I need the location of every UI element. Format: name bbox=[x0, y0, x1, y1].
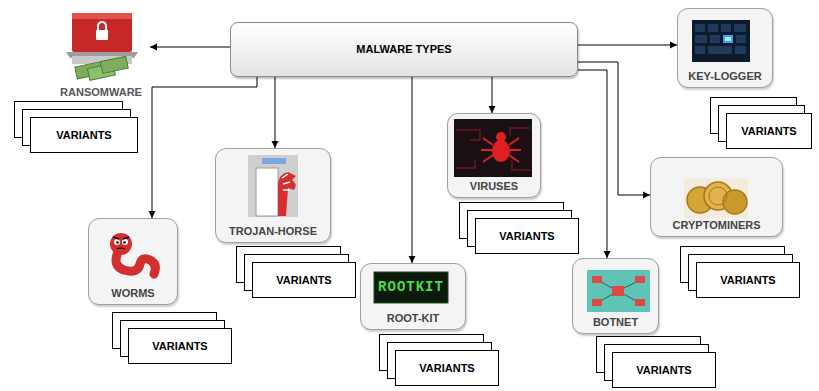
rootkit-icon bbox=[374, 272, 448, 303]
icon-caption: ROOTKIT bbox=[378, 281, 444, 294]
node-label: VARIANTS bbox=[419, 362, 474, 375]
botnet-icon bbox=[587, 270, 650, 312]
node-label: VARIANTS bbox=[720, 274, 775, 287]
ransomware-icon bbox=[66, 13, 138, 83]
category-box: KEY-LOGGER bbox=[677, 8, 773, 88]
variants-box: VARIANTS bbox=[612, 352, 716, 388]
node-label: WORMS bbox=[111, 287, 154, 300]
connector bbox=[578, 70, 611, 258]
label-holder: ROOTKIT bbox=[378, 281, 444, 294]
category-box: VIRUSES bbox=[447, 113, 541, 198]
connector-line bbox=[578, 62, 650, 195]
arrow-head bbox=[670, 42, 677, 49]
node-label: TROJAN-HORSE bbox=[229, 225, 317, 238]
category-box: CRYPTOMINERS bbox=[650, 157, 783, 237]
node-label: MALWARE TYPES bbox=[356, 43, 451, 56]
worm-icon bbox=[110, 233, 155, 274]
connector bbox=[409, 77, 416, 263]
category-node: RANSOMWARE bbox=[52, 10, 150, 100]
root-box: MALWARE TYPES bbox=[230, 22, 578, 77]
node-label: ROOT-KIT bbox=[387, 312, 440, 325]
connector-line bbox=[412, 77, 413, 263]
node-label: RANSOMWARE bbox=[60, 86, 142, 99]
node-label: KEY-LOGGER bbox=[688, 70, 761, 83]
arrow-head bbox=[272, 141, 279, 148]
node-label: VARIANTS bbox=[276, 274, 331, 287]
arrow-head bbox=[150, 44, 157, 51]
node-label: VARIANTS bbox=[741, 125, 796, 138]
variants-box: VARIANTS bbox=[128, 328, 232, 364]
category-box: TROJAN-HORSE bbox=[215, 148, 331, 243]
connector-line bbox=[150, 47, 230, 48]
connector-line bbox=[275, 77, 276, 148]
virus-icon bbox=[454, 119, 532, 177]
category-box: WORMS bbox=[88, 218, 178, 305]
variants-box: VARIANTS bbox=[252, 262, 356, 298]
category-box: ROOT-KIT bbox=[360, 263, 466, 330]
arrow-head bbox=[409, 256, 416, 263]
connector bbox=[578, 42, 677, 49]
arrow-head bbox=[604, 251, 611, 258]
category-box: BOTNET bbox=[572, 258, 659, 334]
connector bbox=[489, 77, 496, 113]
trojan-icon bbox=[248, 155, 298, 217]
connector bbox=[150, 44, 230, 51]
variants-box: VARIANTS bbox=[696, 262, 800, 298]
node-label: VARIANTS bbox=[152, 340, 207, 353]
connector bbox=[578, 62, 650, 199]
keylogger-icon bbox=[692, 20, 750, 62]
variants-box: VARIANTS bbox=[726, 113, 812, 149]
connector-line bbox=[578, 45, 677, 46]
node-label: CRYPTOMINERS bbox=[672, 219, 760, 232]
variants-box: VARIANTS bbox=[30, 117, 138, 153]
connector-line bbox=[578, 70, 607, 258]
node-label: VARIANTS bbox=[636, 364, 691, 377]
node-label: BOTNET bbox=[593, 316, 638, 329]
node-label: VARIANTS bbox=[499, 230, 554, 243]
node-label: VIRUSES bbox=[470, 180, 518, 193]
arrow-head bbox=[643, 192, 650, 199]
variants-box: VARIANTS bbox=[395, 350, 499, 386]
arrow-head bbox=[149, 211, 156, 218]
arrow-head bbox=[489, 106, 496, 113]
connector bbox=[272, 77, 279, 148]
variants-box: VARIANTS bbox=[475, 218, 579, 254]
connector-line bbox=[492, 77, 493, 113]
node-label: VARIANTS bbox=[56, 129, 111, 142]
crypto-icon bbox=[684, 178, 748, 218]
